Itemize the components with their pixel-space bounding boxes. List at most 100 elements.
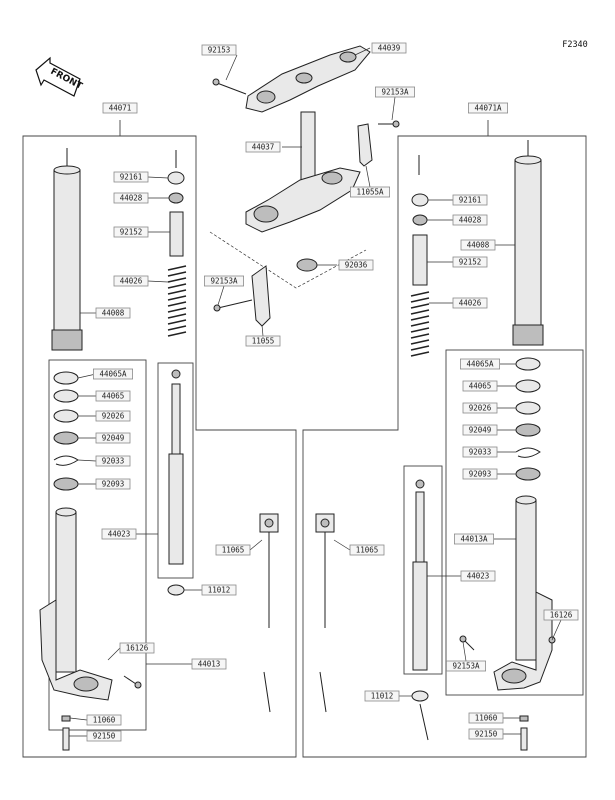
part-number: 92049 — [102, 434, 125, 443]
part-label-p11055A: 11055A — [349, 165, 390, 198]
left-outer-tube-subframe — [48, 359, 147, 731]
leader-line — [551, 619, 562, 641]
right-collar-11012 — [411, 690, 429, 702]
part-number: 92152 — [120, 228, 143, 237]
part-label-p92153A_top: 92153A — [374, 86, 415, 121]
label-box — [95, 410, 131, 422]
part-number: 92093 — [102, 480, 125, 489]
right-circlip-92033 — [515, 447, 541, 458]
leader-line — [107, 647, 121, 661]
label-box — [452, 214, 488, 226]
label-box — [462, 424, 498, 436]
left-collar-44028 — [168, 192, 184, 204]
label-box — [203, 275, 244, 287]
label-box — [468, 712, 504, 724]
leader-line — [77, 459, 97, 462]
part-number: 44065A — [99, 370, 127, 379]
left-bushing-44065a — [53, 371, 79, 385]
right-assembly-frame — [302, 120, 587, 758]
label-box — [460, 239, 496, 251]
label-box — [460, 570, 496, 582]
part-label-pR11012: 11012 — [364, 690, 412, 702]
part-label-pL44023: 44023 — [101, 528, 158, 540]
part-label-pL44013: 44013 — [146, 658, 227, 670]
label-box — [113, 192, 149, 204]
right-spring-44026 — [410, 291, 430, 357]
part-number: 44071A — [474, 104, 502, 113]
part-label-p92153A_mid: 92153A — [203, 275, 244, 306]
left-bushing-44065 — [53, 389, 79, 403]
left-damper-subframe — [157, 362, 194, 579]
part-label-pL92150: 92150 — [69, 730, 122, 742]
figure-code: F2340 — [562, 40, 588, 50]
right-washer-92026 — [515, 401, 541, 415]
part-label-pL92161: 92161 — [113, 171, 169, 183]
part-label-p92036: 92036 — [317, 259, 374, 271]
part-number: 92093 — [469, 470, 492, 479]
part-number: 44065 — [469, 382, 492, 391]
part-number: 92153A — [210, 277, 238, 286]
part-number: 92033 — [469, 448, 492, 457]
part-label-pR92153A: 92153A — [445, 641, 486, 672]
label-box — [445, 660, 486, 672]
label-box — [95, 307, 131, 319]
label-box — [102, 102, 138, 114]
part-label-pR92033: 92033 — [462, 446, 516, 458]
leader-line — [333, 539, 351, 551]
part-number: 92161 — [120, 173, 143, 182]
label-box — [113, 226, 149, 238]
part-number: 92049 — [469, 426, 492, 435]
leader-line — [147, 176, 169, 179]
part-label-pR44065: 44065 — [462, 380, 516, 392]
part-label-p11055: 11055 — [245, 324, 281, 347]
part-number: 44039 — [378, 44, 401, 53]
right-cap-92161 — [411, 155, 429, 207]
part-number: 44071 — [109, 104, 132, 113]
part-label-pR92026: 92026 — [462, 402, 516, 414]
label-box — [215, 544, 251, 556]
part-number: 92153 — [208, 46, 231, 55]
part-label-p44037: 44037 — [245, 141, 302, 153]
label-box — [245, 335, 281, 347]
label-box — [201, 584, 237, 596]
part-number: 92026 — [102, 412, 125, 421]
part-number: 44028 — [459, 216, 482, 225]
part-number: 11060 — [475, 714, 498, 723]
part-number: 44037 — [252, 143, 275, 152]
right-washer-11060 — [519, 715, 529, 722]
part-label-pR11065: 11065 — [333, 539, 385, 556]
part-label-pR11060: 11060 — [468, 712, 520, 724]
right-outer-tube-subframe — [445, 349, 584, 696]
label-box — [462, 446, 498, 458]
part-label-pR44028: 44028 — [427, 214, 488, 226]
label-box — [86, 730, 122, 742]
right-bushing-44065 — [515, 379, 541, 393]
label-box — [452, 297, 488, 309]
left-damper-rod-44023 — [168, 369, 184, 565]
label-box — [452, 256, 488, 268]
front-arrow-icon: FRONT — [35, 56, 84, 97]
top-triple-clamp — [245, 45, 371, 113]
part-number: 44023 — [108, 530, 131, 539]
part-label-pL44065: 44065 — [78, 390, 131, 402]
left-washer-92026 — [53, 409, 79, 423]
left-collar-11012 — [167, 584, 185, 596]
left-outer-tube — [39, 507, 142, 701]
part-label-pR44013A: 44013A — [453, 533, 516, 545]
part-label-pL92152: 92152 — [113, 226, 170, 238]
leader-line — [462, 641, 467, 662]
label-box — [113, 275, 149, 287]
part-label-p92153_top: 92153 — [201, 44, 238, 81]
part-number: 11012 — [371, 692, 394, 701]
right-oil-seal-92049 — [515, 423, 541, 437]
right-lower-rod — [419, 703, 429, 741]
label-box — [459, 358, 500, 370]
leader-line — [391, 96, 396, 121]
label-box — [113, 171, 149, 183]
label-box — [93, 368, 134, 380]
right-collar-44028 — [412, 214, 428, 226]
part-label-pL16126: 16126 — [107, 642, 155, 661]
part-number: 44065A — [466, 360, 494, 369]
part-label-pL92026: 92026 — [78, 410, 131, 422]
part-number: 11055 — [252, 337, 275, 346]
